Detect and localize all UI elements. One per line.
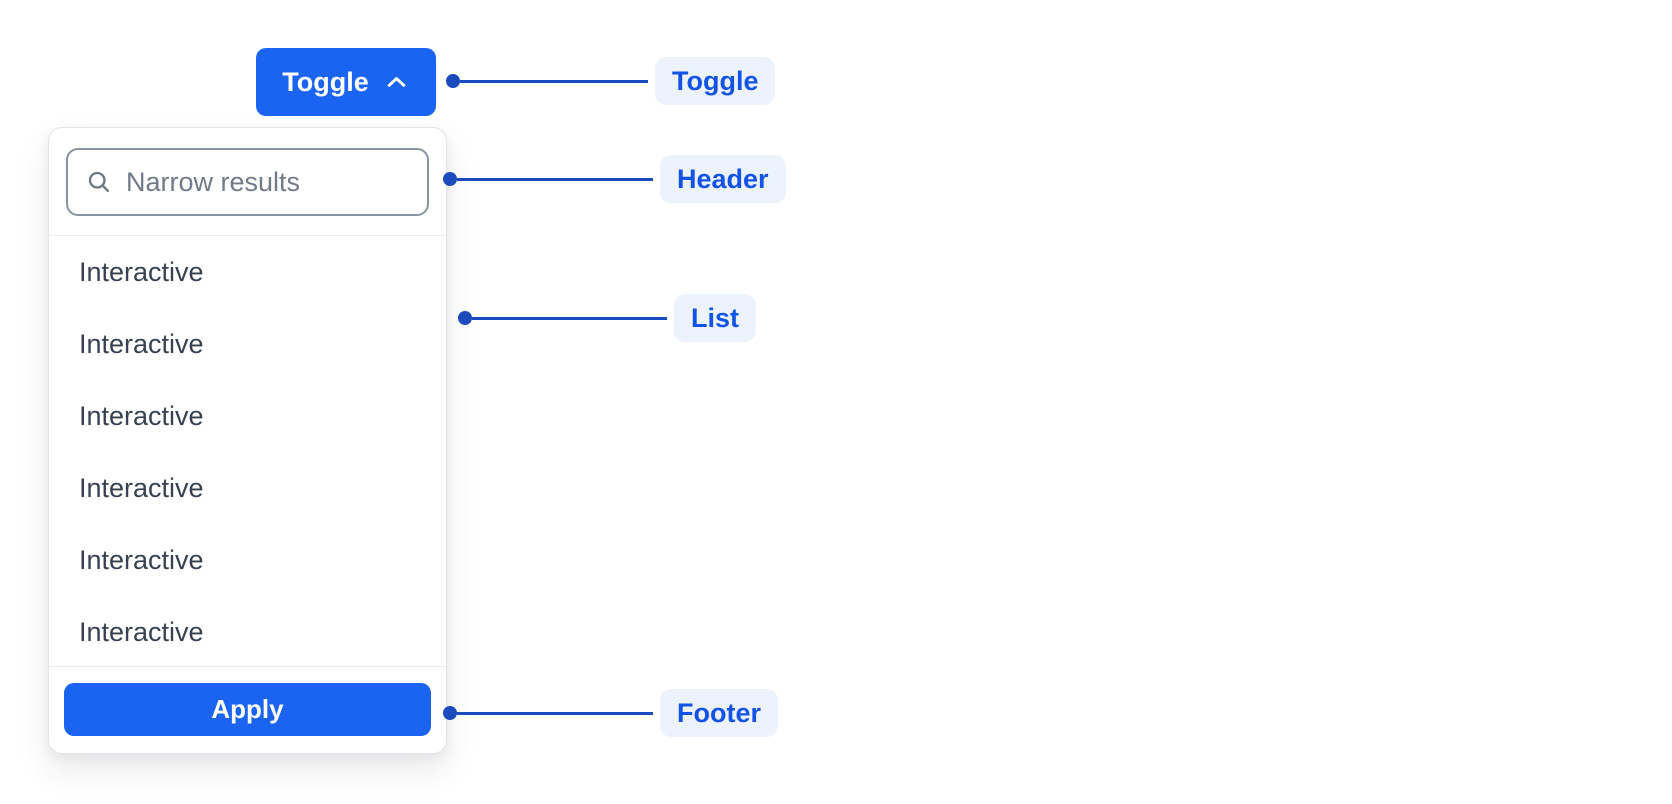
callout-label-list: List xyxy=(674,294,757,342)
callout-dot xyxy=(446,74,460,88)
list-item[interactable]: Interactive xyxy=(79,616,204,647)
callout-dot xyxy=(443,172,457,186)
list-item[interactable]: Interactive xyxy=(79,544,204,575)
apply-button[interactable]: Apply xyxy=(64,683,431,736)
dropdown-header xyxy=(49,128,446,235)
search-input[interactable] xyxy=(126,166,411,198)
list-item[interactable]: Interactive xyxy=(79,328,204,359)
dropdown-list: Interactive Interactive Interactive Inte… xyxy=(49,236,446,666)
list-item[interactable]: Interactive xyxy=(79,256,204,287)
callout-label-footer: Footer xyxy=(660,689,778,737)
toggle-button-label: Toggle xyxy=(282,66,369,97)
callout-label-header: Header xyxy=(660,155,786,203)
callout-line xyxy=(457,177,653,181)
list-item[interactable]: Interactive xyxy=(79,400,204,431)
callout-line xyxy=(460,79,648,83)
dropdown-footer: Apply xyxy=(49,667,446,753)
search-icon xyxy=(85,168,113,196)
toggle-button[interactable]: Toggle xyxy=(256,48,436,116)
chevron-up-icon xyxy=(383,69,410,96)
callout-dot xyxy=(443,706,457,720)
callout-footer: Footer xyxy=(443,689,778,737)
callout-toggle: Toggle xyxy=(446,57,776,105)
callout-line xyxy=(457,711,653,715)
footer-divider xyxy=(49,666,446,667)
callout-line xyxy=(472,316,667,320)
header-divider xyxy=(49,235,446,236)
list-item[interactable]: Interactive xyxy=(79,472,204,503)
callout-label-toggle: Toggle xyxy=(655,57,776,105)
callout-dot xyxy=(458,311,472,325)
search-box[interactable] xyxy=(66,148,429,216)
callout-list: List xyxy=(458,294,757,342)
dropdown-panel: Interactive Interactive Interactive Inte… xyxy=(48,127,447,754)
callout-header: Header xyxy=(443,155,786,203)
